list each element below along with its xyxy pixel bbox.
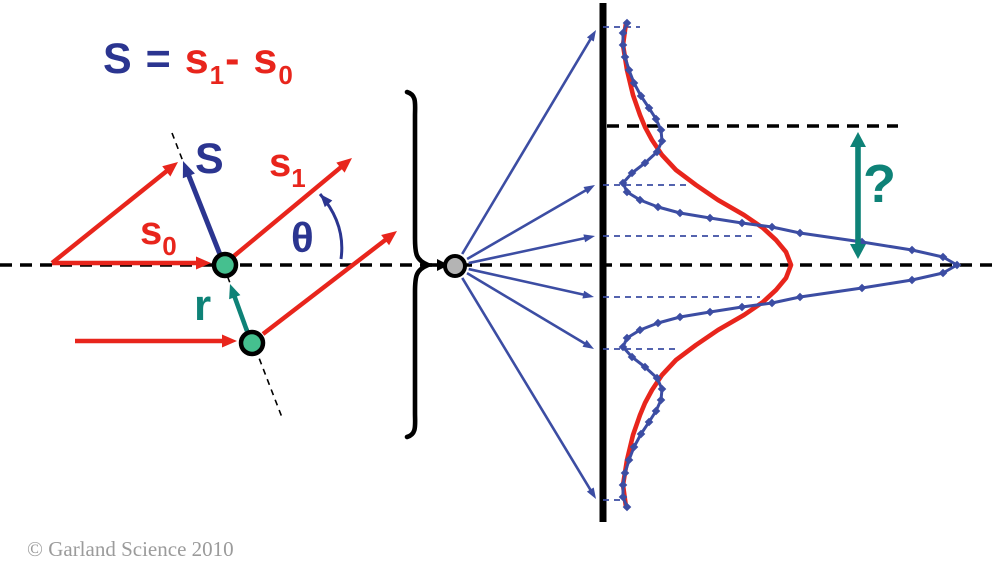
diamond-marker-icon	[622, 18, 632, 28]
diamond-marker-icon	[652, 147, 662, 157]
equation-s0-sub: 0	[278, 60, 294, 90]
label-s0-sub: 0	[162, 231, 177, 261]
diamond-marker-icon	[675, 312, 685, 322]
diamond-marker-icon	[640, 362, 650, 372]
diamond-marker-icon	[618, 480, 628, 490]
copyright-text: © Garland Science 2010	[27, 537, 234, 561]
blue-dashed-guides	[603, 26, 760, 501]
label-S-vector: S	[195, 135, 224, 183]
diamond-marker-icon	[629, 442, 639, 452]
equation-s1-sub: 1	[209, 60, 226, 90]
diamond-marker-icon	[618, 40, 628, 50]
diamond-marker-icon	[622, 502, 632, 512]
brace-to-scatterer-arrow	[427, 259, 449, 271]
diamond-marker-icon	[767, 298, 777, 308]
diamond-marker-icon	[627, 352, 637, 362]
diamond-marker-icon	[618, 492, 628, 502]
r-vector-arrow	[229, 284, 250, 332]
equation-equals: =	[145, 35, 172, 83]
equation-minus: -	[225, 35, 241, 83]
diamond-marker-icon	[656, 125, 666, 135]
atom-icon	[238, 329, 266, 357]
atom-icon	[211, 251, 239, 279]
diamond-marker-icon	[636, 91, 646, 101]
diamond-marker-icon	[622, 187, 632, 197]
diamond-marker-icon	[627, 168, 637, 178]
equation-lhs: S	[103, 35, 133, 83]
diamond-marker-icon	[657, 384, 667, 394]
diamond-marker-icon	[795, 292, 805, 302]
diamond-marker-icon	[624, 455, 634, 465]
equation-S-equals-s1-minus-s0: S = s1- s0	[103, 35, 294, 89]
diamond-marker-icon	[636, 429, 646, 439]
red-wave-arrows	[50, 158, 397, 348]
diamond-marker-icon	[737, 218, 747, 228]
diamond-marker-icon	[618, 342, 628, 352]
diamond-marker-icon	[622, 333, 632, 343]
label-s1-vector: s1	[269, 141, 306, 191]
diamond-marker-icon	[640, 158, 650, 168]
diamond-marker-icon	[653, 318, 663, 328]
diamond-marker-icon	[618, 28, 628, 38]
diamond-marker-icon	[705, 213, 715, 223]
smooth-intensity-curve	[620, 20, 794, 510]
atom-plane-dashed-line	[171, 132, 284, 421]
S-vector-arrow	[182, 161, 224, 258]
diamond-marker-icon	[620, 52, 630, 62]
label-theta-angle: θ	[291, 214, 314, 261]
diamond-marker-icon	[635, 325, 645, 335]
equation-s0: s	[253, 35, 279, 83]
diamond-marker-icon	[644, 417, 654, 427]
diamond-marker-icon	[952, 260, 962, 270]
equation-s1: s	[184, 35, 210, 83]
diamond-marker-icon	[656, 395, 666, 405]
diamond-marker-icon	[653, 202, 663, 212]
label-s1-base: s	[269, 141, 292, 185]
diamond-marker-icon	[651, 114, 661, 124]
label-s0-base: s	[140, 209, 163, 253]
diamond-marker-icon	[657, 136, 667, 146]
curve-diamond-markers	[618, 18, 962, 512]
scatterer-circle	[443, 254, 467, 278]
label-r-vector: r	[194, 281, 212, 330]
diamond-marker-icon	[644, 103, 654, 113]
label-question-mark: ?	[863, 154, 896, 214]
diamond-marker-icon	[652, 373, 662, 383]
diamond-marker-icon	[907, 245, 917, 255]
theta-arc-arrow	[318, 193, 344, 260]
diamond-marker-icon	[795, 228, 805, 238]
label-s0-vector: s0	[140, 209, 177, 259]
diamond-marker-icon	[651, 406, 661, 416]
diamond-marker-icon	[624, 65, 634, 75]
diamond-marker-icon	[767, 222, 777, 232]
diamond-marker-icon	[907, 275, 917, 285]
atom-circles	[211, 251, 266, 357]
scattered-ray-arrows	[461, 30, 596, 499]
diamond-marker-icon	[675, 208, 685, 218]
diamond-marker-icon	[618, 178, 628, 188]
diamond-marker-icon	[629, 78, 639, 88]
diamond-marker-icon	[938, 268, 948, 278]
diamond-marker-icon	[635, 195, 645, 205]
diamond-marker-icon	[938, 252, 948, 262]
scatterer-icon	[443, 254, 467, 278]
diamond-marker-icon	[857, 237, 867, 247]
diamond-marker-icon	[857, 283, 867, 293]
diamond-marker-icon	[620, 468, 630, 478]
measure-double-arrow	[850, 132, 866, 259]
diamond-marker-icon	[705, 307, 715, 317]
label-s1-sub: 1	[291, 163, 306, 193]
diamond-marker-icon	[737, 302, 747, 312]
